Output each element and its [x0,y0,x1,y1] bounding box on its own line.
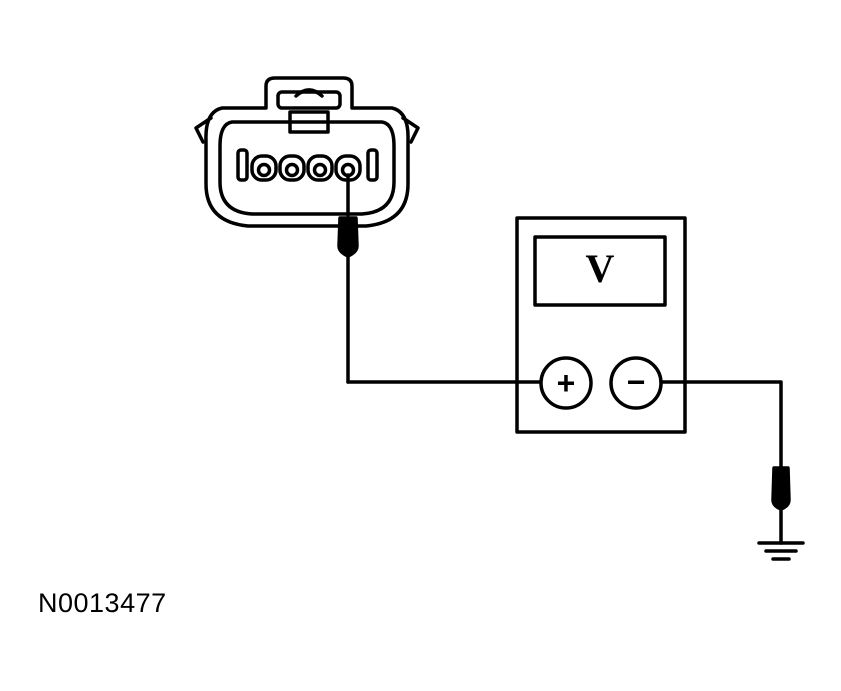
positive-terminal-symbol: + [557,365,576,401]
positive-terminal [539,356,593,410]
ground-icon [757,466,805,561]
test-probe [337,173,359,384]
negative-terminal-symbol: − [627,364,646,400]
meter-display-symbol: V [586,246,615,291]
negative-lead-wire [659,380,783,470]
figure-id: N0013477 [38,588,167,618]
multimeter-icon [515,216,687,434]
connector-icon [194,76,420,228]
